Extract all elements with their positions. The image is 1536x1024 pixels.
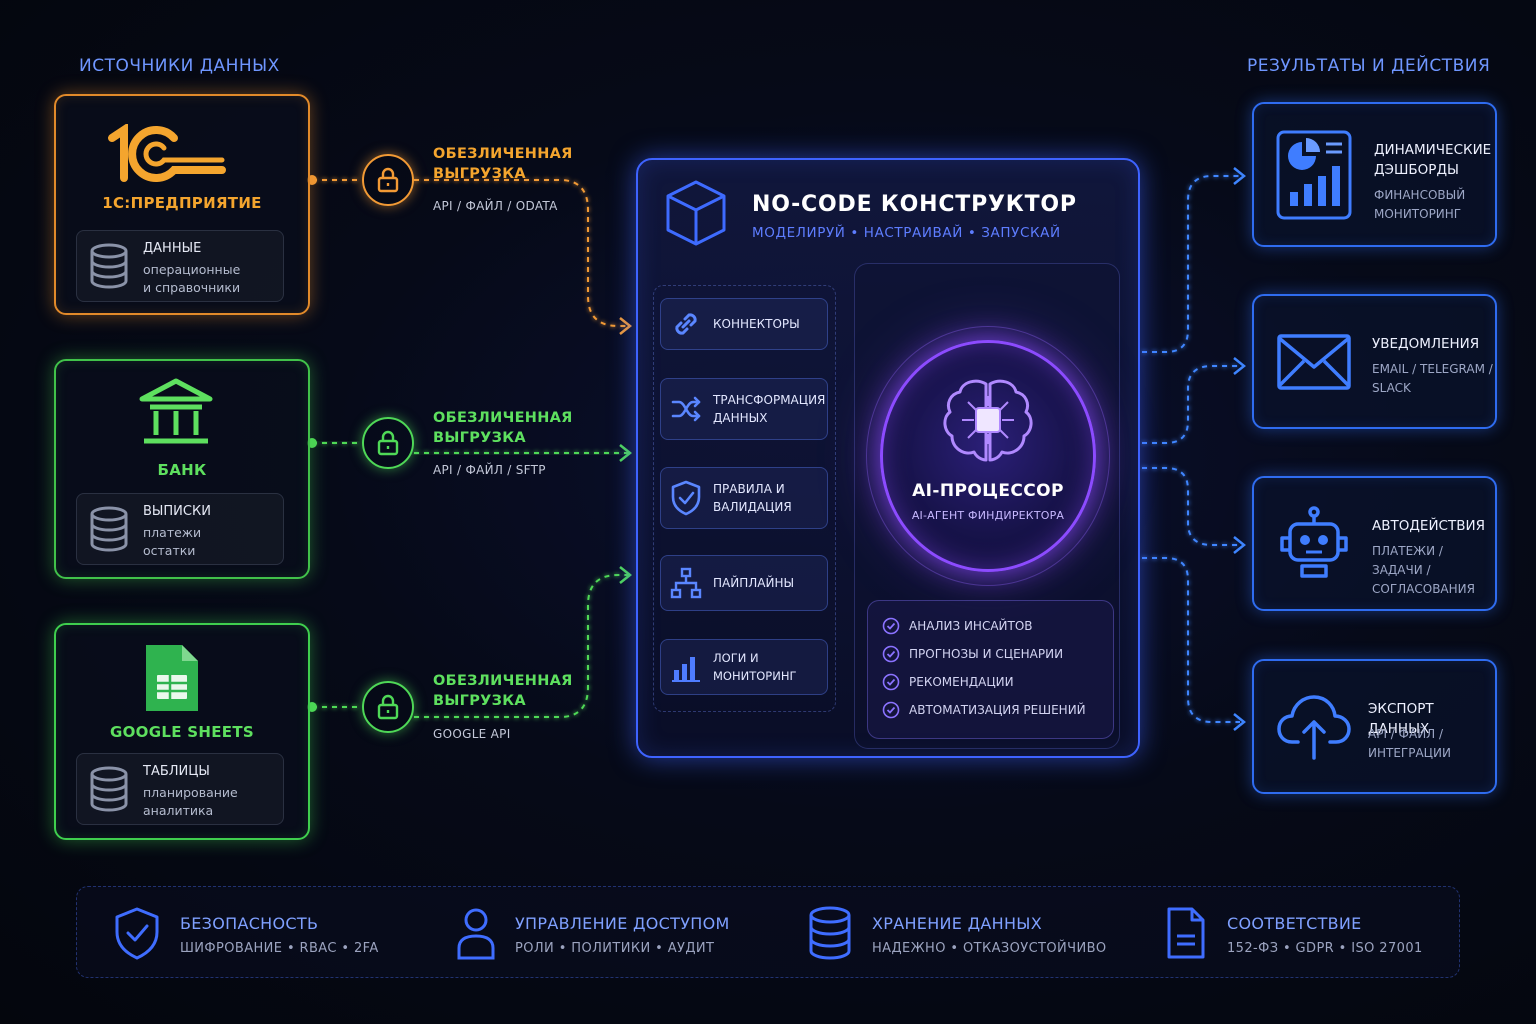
lock-icon-green (362, 417, 414, 469)
link-icon (675, 313, 697, 335)
capability-item: Анализ инсайтов (882, 617, 1033, 635)
google-sheets-icon (142, 641, 202, 719)
result-title: Экспорт данных (1368, 701, 1434, 737)
result-title: Уведомления (1372, 336, 1480, 352)
result-card-notifications[interactable]: Уведомления EMAIL / TELEGRAM /SLACK (1252, 294, 1497, 429)
lock-icon-green (362, 681, 414, 733)
transfer-sub-1: API / ФАЙЛ / ODATA (433, 199, 558, 213)
module-transform[interactable]: Трансформацияданных (660, 378, 828, 440)
constructor-title: NO-CODE КОНСТРУКТОР (752, 192, 1077, 217)
result-title: Динамическиедэшборды (1374, 142, 1492, 178)
module-logs[interactable]: Логи и мониторинг (660, 639, 828, 695)
capability-item: Рекомендации (882, 673, 1014, 691)
results-title: Результаты и действия (1247, 56, 1491, 76)
cloud-upload-icon (1277, 694, 1351, 760)
check-circle-icon (882, 645, 900, 663)
module-label: Логи и мониторинг (713, 651, 797, 683)
capability-item: Прогнозы и сценарии (882, 645, 1063, 663)
transfer-title-3: Обезличеннаявыгрузка (433, 673, 573, 709)
1c-logo-icon (108, 122, 226, 182)
result-desc: Платежи / Задачи /Согласования (1372, 544, 1475, 596)
constructor-subtitle: Моделируй • Настраивай • Запускай (752, 225, 1061, 241)
source-data-1c: Данные операционные и справочники (76, 230, 284, 302)
1c-logo (104, 122, 230, 188)
transfer-title-2: Обезличеннаявыгрузка (433, 410, 573, 446)
result-desc: Финансовыймониторинг (1374, 188, 1466, 221)
feature-desc: 152-ФЗ • GDPR • ISO 27001 (1227, 941, 1423, 956)
database-icon (809, 906, 851, 960)
database-icon (90, 243, 128, 289)
transfer-sub-3: GOOGLE API (433, 727, 511, 741)
result-card-dashboards[interactable]: Динамическиедэшборды Финансовыймониторин… (1252, 102, 1497, 247)
source-name-1c: 1С:ПРЕДПРИЯТИЕ (102, 194, 262, 212)
transfer-title-1: Обезличеннаявыгрузка (433, 146, 573, 182)
source-name-bank: БАНК (157, 461, 207, 479)
result-desc: API / Файл /Интеграции (1368, 727, 1451, 760)
database-icon (90, 506, 128, 552)
lock-icon-orange (362, 154, 414, 206)
mail-icon (1277, 333, 1351, 390)
bar-chart-icon (672, 657, 700, 682)
dashboard-icon (1276, 130, 1352, 219)
source-data-title: Выписки (143, 504, 211, 519)
source-data-title: Данные (143, 241, 202, 256)
shield-check-icon (671, 480, 701, 516)
module-rules[interactable]: Правила ивалидация (660, 467, 828, 529)
source-data-desc: платежи остатки (143, 525, 202, 558)
cube-icon (664, 178, 728, 252)
feature-title: Управление доступом (515, 914, 730, 933)
features-bar (76, 886, 1460, 978)
source-data-bank: Выписки платежи остатки (76, 493, 284, 565)
module-connectors[interactable]: Коннекторы (660, 298, 828, 350)
module-label: Трансформацияданных (713, 393, 826, 425)
brain-chip-icon (938, 374, 1038, 472)
modules-column (653, 285, 836, 712)
result-title: Автодействия (1372, 518, 1485, 534)
module-label: Пайплайны (713, 576, 795, 590)
feature-desc: Шифрование • RBAC • 2FA (180, 941, 379, 956)
feature-title: Хранение данных (872, 914, 1042, 933)
database-icon (90, 766, 128, 812)
user-icon (457, 908, 495, 960)
ai-processor-subtitle: AI-агент финдиректора (911, 509, 1065, 522)
ai-processor-circle[interactable] (880, 340, 1096, 572)
bank-icon (136, 377, 216, 453)
source-data-desc: операционные и справочники (143, 262, 241, 295)
module-label: Коннекторы (713, 317, 800, 331)
pipeline-icon (670, 567, 702, 599)
feature-desc: Надежно • Отказоустойчиво (872, 941, 1107, 956)
source-card-bank[interactable]: БАНК Выписки платежи остатки (54, 359, 310, 579)
source-data-desc: планирование аналитика (143, 785, 238, 818)
source-data-sheets: Таблицы планирование аналитика (76, 753, 284, 825)
capability-item: Автоматизация решений (882, 701, 1086, 719)
feature-title: Соответствие (1227, 914, 1362, 933)
result-desc: EMAIL / TELEGRAM /SLACK (1372, 362, 1493, 395)
transfer-sub-2: API / ФАЙЛ / SFTP (433, 463, 546, 477)
module-label: Правила ивалидация (713, 482, 792, 514)
source-name-google-sheets: GOOGLE SHEETS (110, 723, 254, 741)
shuffle-icon (671, 396, 701, 422)
check-circle-icon (882, 617, 900, 635)
feature-title: Безопасность (180, 914, 319, 933)
document-icon (1167, 907, 1205, 959)
result-card-autoactions[interactable]: Автодействия Платежи / Задачи /Согласова… (1252, 476, 1497, 611)
source-card-1c[interactable]: 1С:ПРЕДПРИЯТИЕ Данные операционные и спр… (54, 94, 310, 315)
source-card-google-sheets[interactable]: GOOGLE SHEETS Таблицы планирование анали… (54, 623, 310, 840)
source-data-title: Таблицы (143, 764, 210, 779)
ai-capabilities-box (867, 600, 1114, 739)
sources-title: Источники данных (79, 56, 280, 76)
module-pipelines[interactable]: Пайплайны (660, 555, 828, 611)
feature-desc: Роли • Политики • Аудит (515, 941, 715, 956)
ai-outer-ring (866, 326, 1110, 586)
shield-check-icon (115, 907, 159, 960)
check-circle-icon (882, 701, 900, 719)
robot-icon (1280, 505, 1348, 578)
check-circle-icon (882, 673, 900, 691)
result-card-export[interactable]: Экспорт данных API / Файл /Интеграции (1252, 659, 1497, 794)
ai-processor-title: AI-ПРОЦЕССОР (912, 481, 1064, 501)
